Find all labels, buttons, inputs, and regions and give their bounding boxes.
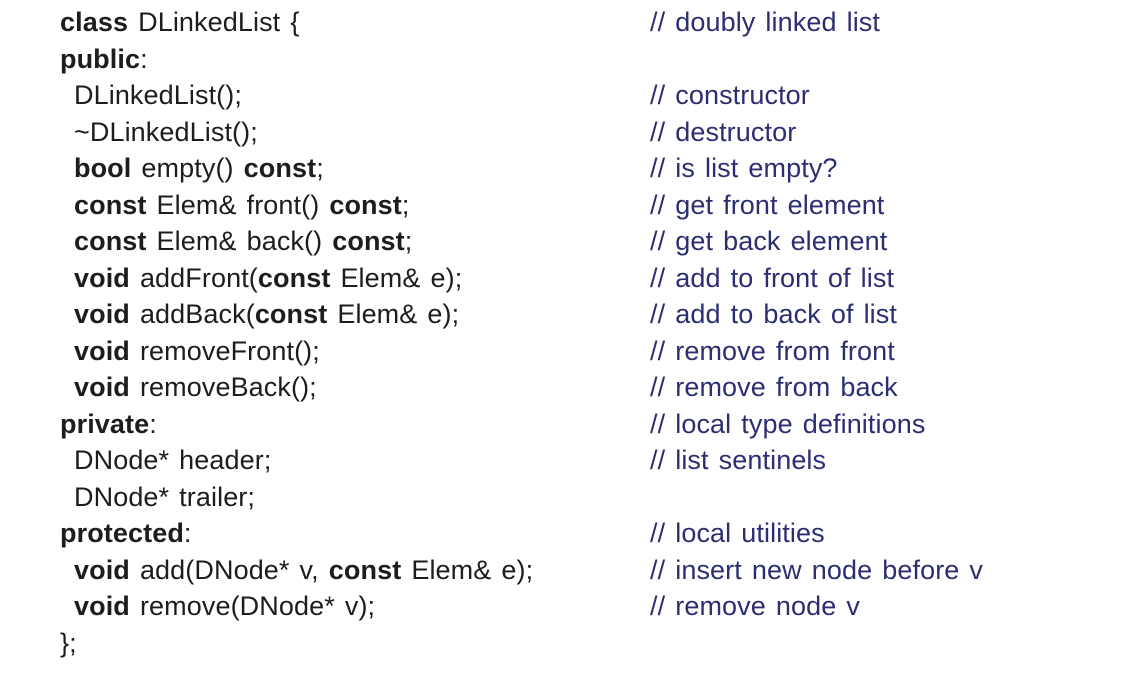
keyword-token: const <box>329 189 402 220</box>
code-line: public: <box>60 41 1148 78</box>
comment-text: // remove from back <box>650 372 898 402</box>
code-token: ; <box>401 189 410 220</box>
comment-text: // local utilities <box>650 518 825 548</box>
code-text: DLinkedList(); <box>60 77 650 114</box>
code-text: void addBack(const Elem& e); <box>60 296 650 333</box>
keyword-token: const <box>243 153 317 183</box>
code-token: removeBack(); <box>129 372 317 402</box>
code-token: empty() <box>131 153 244 183</box>
keyword-token: const <box>328 554 402 585</box>
code-listing: class DLinkedList {// doubly linked list… <box>60 4 1148 662</box>
keyword-token: void <box>74 262 130 293</box>
keyword-token: const <box>74 226 147 256</box>
comment-text: // insert new node before v <box>650 554 984 585</box>
comment-text: // is list empty? <box>650 153 838 183</box>
code-token: }; <box>60 627 77 658</box>
code-token: Elem& front() <box>146 189 330 220</box>
keyword-token: const <box>332 226 405 256</box>
code-line: protected:// local utilities <box>60 515 1148 552</box>
code-line: void removeFront();// remove from front <box>60 333 1148 370</box>
code-token: ; <box>404 226 413 256</box>
keyword-token: public <box>60 43 141 74</box>
keyword-token: const <box>257 262 331 293</box>
code-text: void add(DNode* v, const Elem& e); <box>60 552 650 589</box>
keyword-token: void <box>74 335 130 366</box>
comment-text: // get front element <box>650 189 885 220</box>
code-line: const Elem& front() const;// get front e… <box>60 187 1148 224</box>
code-text: DNode* header; <box>60 442 650 479</box>
code-token: : <box>149 408 157 439</box>
code-token: remove(DNode* v); <box>129 591 376 621</box>
code-line: DNode* header; // list sentinels <box>60 442 1148 479</box>
code-token: Elem& e); <box>401 554 534 585</box>
keyword-token: bool <box>74 153 132 183</box>
comment-text: // add to front of list <box>650 262 895 293</box>
keyword-token: void <box>74 591 130 621</box>
code-text: private: <box>60 406 650 443</box>
keyword-token: const <box>254 299 328 329</box>
code-text: const Elem& back() const; <box>60 223 650 260</box>
comment-text: // doubly linked list <box>650 7 881 37</box>
code-token: Elem& e); <box>330 262 463 293</box>
comment-text <box>650 41 1148 78</box>
code-token: DNode* trailer; <box>74 481 255 512</box>
code-token: DLinkedList(); <box>74 80 242 110</box>
comment-text: // get back element <box>650 226 888 256</box>
code-text: class DLinkedList { <box>60 4 650 41</box>
comment-text: // remove from front <box>650 335 895 366</box>
keyword-token: private <box>60 408 150 439</box>
code-line: const Elem& back() const;// get back ele… <box>60 223 1148 260</box>
code-text: void removeBack(); <box>60 369 650 406</box>
code-line: void remove(DNode* v);// remove node v <box>60 588 1148 625</box>
code-token: addFront( <box>129 262 258 293</box>
code-text: }; <box>60 625 650 662</box>
comment-text: // constructor <box>650 80 810 110</box>
keyword-token: protected <box>60 518 184 548</box>
code-text: protected: <box>60 515 650 552</box>
comment-text: // add to back of list <box>650 299 897 329</box>
code-line: ~DLinkedList(); // destructor <box>60 114 1148 151</box>
code-token: DNode* header; <box>74 445 272 475</box>
code-text: const Elem& front() const; <box>60 187 650 224</box>
code-line: void addBack(const Elem& e);// add to ba… <box>60 296 1148 333</box>
comment-text: // remove node v <box>650 591 860 621</box>
keyword-token: void <box>74 372 130 402</box>
code-text: void addFront(const Elem& e); <box>60 260 650 297</box>
code-token: ~DLinkedList(); <box>74 116 258 147</box>
code-text: ~DLinkedList(); <box>60 114 650 151</box>
code-line: private:// local type definitions <box>60 406 1148 443</box>
code-token: Elem& e); <box>327 299 460 329</box>
keyword-token: void <box>74 299 130 329</box>
code-line: DNode* trailer; <box>60 479 1148 516</box>
code-token: : <box>183 518 192 548</box>
code-text: void remove(DNode* v); <box>60 588 650 625</box>
comment-text: // destructor <box>650 116 797 147</box>
code-line: }; <box>60 625 1148 662</box>
code-line: DLinkedList(); // constructor <box>60 77 1148 114</box>
keyword-token: const <box>74 189 147 220</box>
comment-text: // list sentinels <box>650 445 827 475</box>
code-token: removeFront(); <box>129 335 320 366</box>
keyword-token: void <box>74 554 130 585</box>
code-token: Elem& back() <box>146 226 333 256</box>
comment-text <box>650 479 1148 516</box>
code-token: : <box>140 43 148 74</box>
code-line: class DLinkedList {// doubly linked list <box>60 4 1148 41</box>
code-token: addBack( <box>129 299 255 329</box>
code-line: bool empty() const;// is list empty? <box>60 150 1148 187</box>
code-token: DLinkedList { <box>128 7 300 37</box>
keyword-token: class <box>60 7 129 37</box>
code-token: add(DNode* v, <box>129 554 329 585</box>
code-line: void add(DNode* v, const Elem& e);// ins… <box>60 552 1148 589</box>
comment-text: // local type definitions <box>650 408 926 439</box>
code-text: bool empty() const; <box>60 150 650 187</box>
code-text: public: <box>60 41 650 78</box>
comment-text <box>650 625 1148 662</box>
code-line: void removeBack();// remove from back <box>60 369 1148 406</box>
code-line: void addFront(const Elem& e);// add to f… <box>60 260 1148 297</box>
code-token: ; <box>316 153 324 183</box>
code-text: void removeFront(); <box>60 333 650 370</box>
code-text: DNode* trailer; <box>60 479 650 516</box>
